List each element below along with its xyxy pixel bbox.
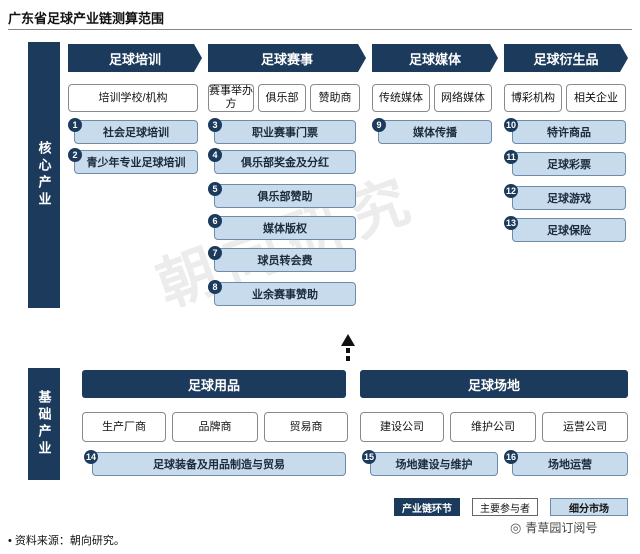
player-operations-co: 运营公司 bbox=[542, 412, 628, 442]
segment-4-number: 4 bbox=[208, 148, 222, 162]
segment-9-number: 9 bbox=[372, 118, 386, 132]
segment-14-number: 14 bbox=[84, 450, 98, 464]
player-online-media: 网络媒体 bbox=[434, 84, 492, 112]
player-manufacturer: 生产厂商 bbox=[82, 412, 166, 442]
segment-3: 职业赛事门票 bbox=[214, 120, 356, 144]
player-sponsor: 赞助商 bbox=[310, 84, 360, 112]
player-related-enterprise: 相关企业 bbox=[566, 84, 626, 112]
segment-8-number: 8 bbox=[208, 280, 222, 294]
segment-11: 足球彩票 bbox=[512, 152, 626, 176]
segment-13: 足球保险 bbox=[512, 218, 626, 242]
segment-6-number: 6 bbox=[208, 214, 222, 228]
source-note: • 资料来源：朝向研究。 bbox=[8, 535, 125, 547]
segment-12: 足球游戏 bbox=[512, 186, 626, 210]
segment-16: 场地运营 bbox=[512, 452, 628, 476]
category-training: 足球培训 bbox=[68, 44, 202, 72]
legend-sub-market: 细分市场 bbox=[550, 498, 628, 516]
player-betting-agency: 博彩机构 bbox=[504, 84, 562, 112]
segment-13-number: 13 bbox=[504, 216, 518, 230]
segment-4: 俱乐部奖金及分红 bbox=[214, 150, 356, 174]
wechat-account: ◎ 青草园订阅号 bbox=[510, 519, 597, 536]
segment-2-number: 2 bbox=[68, 148, 82, 162]
segment-14: 足球装备及用品制造与贸易 bbox=[92, 452, 346, 476]
segment-1: 社会足球培训 bbox=[74, 120, 198, 144]
player-traditional-media: 传统媒体 bbox=[372, 84, 430, 112]
player-event-organizer: 赛事举办方 bbox=[208, 84, 254, 112]
wechat-icon: ◎ bbox=[510, 519, 522, 535]
title-divider bbox=[8, 29, 632, 30]
category-goods: 足球用品 bbox=[82, 370, 346, 398]
core-industry-label: 核心产业 bbox=[28, 42, 60, 308]
category-derivatives: 足球衍生品 bbox=[504, 44, 628, 72]
segment-9: 媒体传播 bbox=[378, 120, 492, 144]
segment-7-number: 7 bbox=[208, 246, 222, 260]
legend-chain-link: 产业链环节 bbox=[394, 498, 460, 516]
category-events: 足球赛事 bbox=[208, 44, 366, 72]
segment-2: 青少年专业足球培训 bbox=[74, 150, 198, 174]
segment-16-number: 16 bbox=[504, 450, 518, 464]
segment-11-number: 11 bbox=[504, 150, 518, 164]
page-title: 广东省足球产业链测算范围 bbox=[8, 11, 165, 26]
segment-3-number: 3 bbox=[208, 118, 222, 132]
player-trader: 贸易商 bbox=[264, 412, 348, 442]
segment-12-number: 12 bbox=[504, 184, 518, 198]
segment-5-number: 5 bbox=[208, 182, 222, 196]
player-brand: 品牌商 bbox=[172, 412, 258, 442]
segment-1-number: 1 bbox=[68, 118, 82, 132]
segment-6: 媒体版权 bbox=[214, 216, 356, 240]
base-industry-label: 基础产业 bbox=[28, 368, 60, 480]
player-maintenance-co: 维护公司 bbox=[450, 412, 536, 442]
segment-7: 球员转会费 bbox=[214, 248, 356, 272]
upward-arrow-icon bbox=[341, 334, 355, 361]
wechat-account-name: 青草园订阅号 bbox=[525, 521, 598, 535]
player-construction-co: 建设公司 bbox=[360, 412, 444, 442]
player-training-school: 培训学校/机构 bbox=[68, 84, 198, 112]
segment-5: 俱乐部赞助 bbox=[214, 184, 356, 208]
category-media: 足球媒体 bbox=[372, 44, 498, 72]
segment-10-number: 10 bbox=[504, 118, 518, 132]
legend-main-participants: 主要参与者 bbox=[472, 498, 538, 516]
player-club: 俱乐部 bbox=[258, 84, 306, 112]
category-venue: 足球场地 bbox=[360, 370, 628, 398]
segment-8: 业余赛事赞助 bbox=[214, 282, 356, 306]
segment-15: 场地建设与维护 bbox=[370, 452, 498, 476]
segment-10: 特许商品 bbox=[512, 120, 626, 144]
segment-15-number: 15 bbox=[362, 450, 376, 464]
